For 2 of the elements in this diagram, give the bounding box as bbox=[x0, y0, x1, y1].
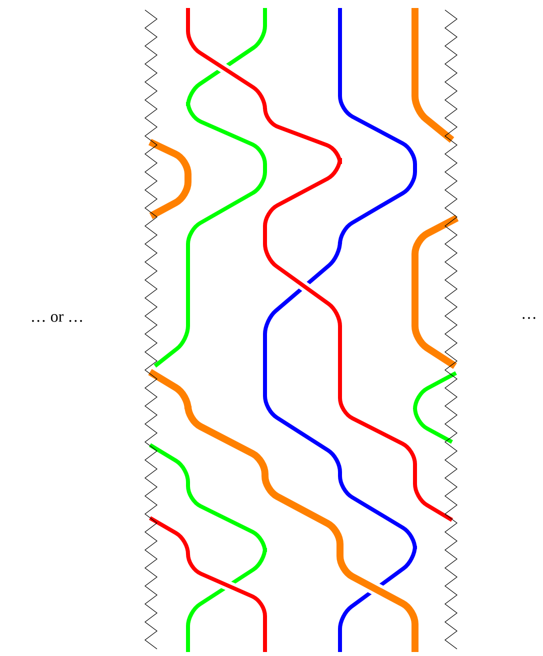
side-label: … bbox=[522, 317, 536, 319]
side-label: … or … bbox=[32, 314, 82, 322]
